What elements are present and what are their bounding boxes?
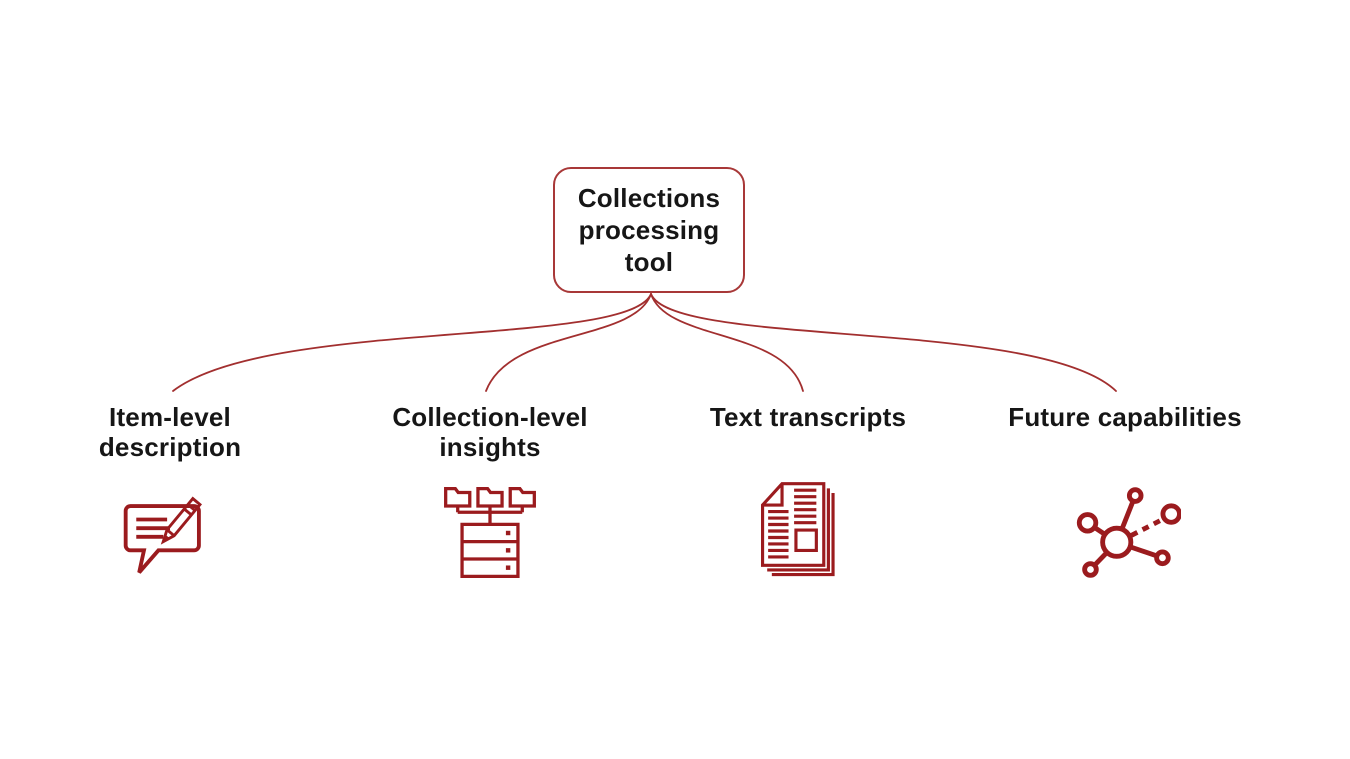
branch-icon-container (668, 480, 948, 582)
documents-stack-icon (760, 482, 835, 577)
branch-text-transcripts: Text transcripts (668, 402, 948, 602)
folders-server-icon (444, 487, 536, 579)
branch-icon-container (985, 480, 1265, 587)
branch-icon-container (350, 480, 630, 586)
branch-label: description (98, 432, 242, 462)
root-node-title-line: processing (578, 215, 720, 245)
connector-collection-level-insights (485, 293, 652, 392)
branch-future-capabilities: Future capabilities (985, 402, 1265, 602)
branch-label: Collection-level (392, 402, 588, 432)
network-nodes-icon (1076, 487, 1181, 578)
branch-label: Item-level (109, 402, 231, 432)
branch-icon-container (30, 480, 310, 586)
branch-collection-level-insights: Collection-level insights (350, 402, 630, 602)
branch-label: Text transcripts (709, 402, 907, 432)
connector-item-level-description (172, 293, 652, 392)
root-node-title-line: Collections (577, 183, 721, 213)
connector-future-capabilities (650, 293, 1117, 392)
branch-label: insights (439, 432, 541, 462)
branch-label: Future capabilities (1008, 402, 1242, 432)
chat-edit-icon (123, 496, 203, 574)
root-node-title-line: tool (624, 247, 674, 277)
branch-item-level-description: Item-level description (30, 402, 310, 602)
root-node-box: Collections processing tool (553, 167, 745, 293)
connector-text-transcripts (650, 293, 804, 392)
